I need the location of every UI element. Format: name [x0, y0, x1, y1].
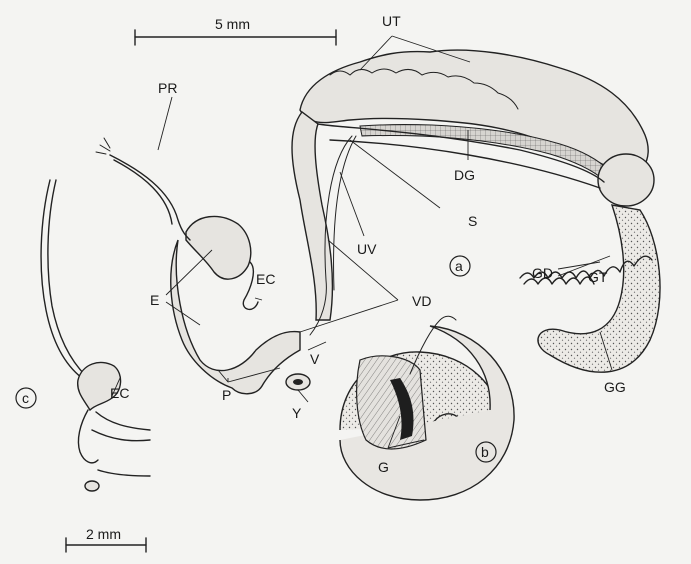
label-g: G — [378, 459, 389, 475]
scale-bar-2mm-label: 2 mm — [86, 526, 121, 542]
panel-c-label: c — [22, 390, 29, 406]
label-gg: GG — [604, 379, 626, 395]
scale-bar-2mm: 2 mm — [66, 526, 146, 552]
label-ec: EC — [256, 271, 275, 287]
scale-bar-5mm: 5 mm — [135, 16, 336, 45]
label-gd: GD — [532, 265, 553, 281]
panel-a-drawing — [96, 50, 660, 394]
label-gt: GT — [588, 269, 608, 285]
label-y: Y — [292, 405, 302, 421]
label-pr: PR — [158, 80, 177, 96]
label-ut: UT — [382, 13, 401, 29]
label-e: E — [150, 292, 159, 308]
panel-c-drawing — [16, 180, 150, 491]
label-vd: VD — [412, 293, 431, 309]
panel-b-label: b — [481, 444, 489, 460]
panel-a-label: a — [455, 258, 463, 274]
label-p: P — [222, 387, 231, 403]
label-dg: DG — [454, 167, 475, 183]
label-ec-c: EC — [110, 385, 129, 401]
label-v: V — [310, 351, 320, 367]
label-s: S — [468, 213, 477, 229]
label-uv: UV — [357, 241, 377, 257]
panel-b-drawing — [340, 316, 514, 500]
scale-bar-5mm-label: 5 mm — [215, 16, 250, 32]
